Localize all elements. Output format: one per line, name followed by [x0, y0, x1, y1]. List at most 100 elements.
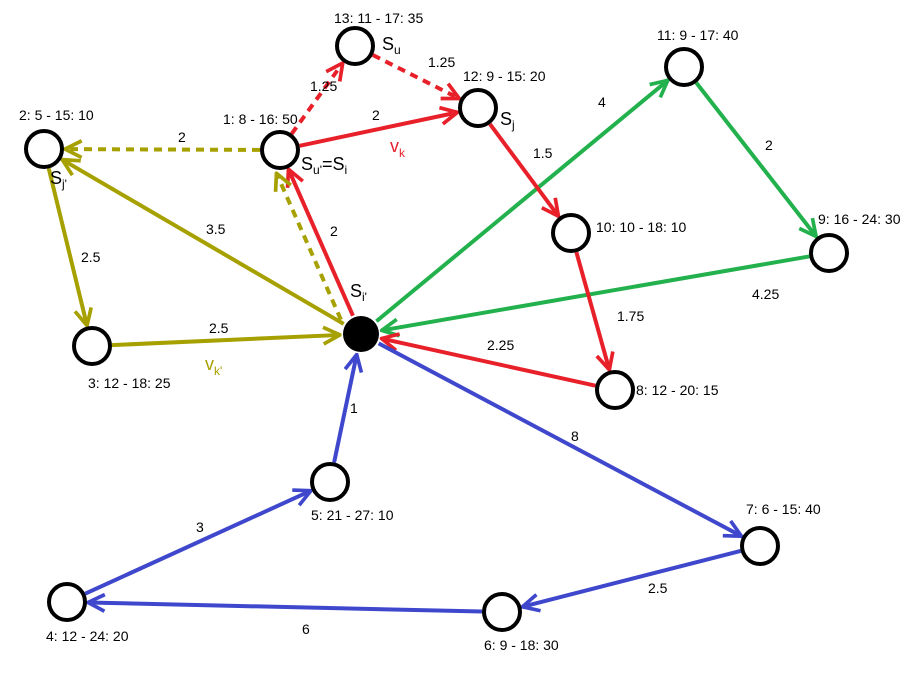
node-label-n2: 2: 5 - 15: 10	[19, 107, 94, 123]
node-n13	[335, 26, 375, 66]
node-label-n7: 7: 6 - 15: 40	[746, 501, 821, 517]
sj-prime-sub: j'	[61, 177, 67, 191]
edge-weight-label: 2	[178, 129, 186, 145]
node-n6	[482, 592, 522, 632]
su-base: S	[382, 34, 394, 54]
nodes-layer	[24, 26, 849, 632]
equals-sign: =	[322, 154, 333, 174]
si-sub: i	[345, 163, 348, 177]
edge-weight-label: 3.5	[206, 221, 226, 237]
node-n10	[551, 213, 591, 253]
edge-weight-label: 2.5	[81, 249, 101, 265]
si-prime-base: S	[350, 281, 362, 301]
node-n7	[740, 526, 780, 566]
node-n9	[809, 233, 849, 273]
edge-depot-n7-blue	[377, 341, 742, 536]
node-label-n12: 12: 9 - 15: 20	[463, 68, 546, 84]
edge-weight-label: 2	[765, 137, 773, 153]
edge-weight-label: 2.5	[648, 580, 668, 596]
svg-text:Sj': Sj'	[50, 168, 67, 191]
node-label-n3: 3: 12 - 18: 25	[88, 375, 171, 391]
svg-text:vk: vk	[390, 136, 406, 160]
edge-weight-label: 2.25	[487, 337, 514, 353]
edge-n1-n2-olive	[65, 149, 261, 150]
vk-sub: k	[399, 146, 406, 160]
node-label-n4: 4: 12 - 24: 20	[46, 628, 129, 644]
node-label-n10: 10: 10 - 18: 10	[596, 219, 687, 235]
node-n11	[664, 47, 704, 87]
edge-weight-label: 3	[196, 519, 204, 535]
edge-weight-label: 2	[330, 223, 338, 239]
node-n4	[47, 582, 87, 622]
sj-sub: j	[511, 118, 515, 132]
svg-text:Sj: Sj	[500, 109, 515, 132]
annotation-sj-prime: Sj'	[50, 168, 67, 191]
su-prime-base: S	[301, 154, 313, 174]
svg-text:Su: Su	[382, 34, 401, 57]
sj-prime-base: S	[50, 168, 62, 188]
svg-text:Si': Si'	[350, 281, 367, 304]
edge-n5-depot-blue	[332, 355, 357, 463]
edge-weight-label: 1.25	[428, 54, 455, 70]
edge-weight-label: 1	[350, 400, 358, 416]
vk-base: v	[390, 136, 399, 156]
edge-weight-label: 2	[372, 107, 380, 123]
edge-weight-label: 1.75	[617, 308, 644, 324]
node-label-n11: 11: 9 - 17: 40	[657, 27, 739, 43]
depot-node	[343, 316, 379, 352]
annotation-vk: vk	[390, 136, 406, 160]
edge-n4-n5-blue	[84, 491, 311, 596]
node-label-n1: 1: 8 - 16: 50	[223, 111, 298, 127]
node-n8	[595, 370, 635, 410]
node-labels-layer: 1: 8 - 16: 50 2: 5 - 15: 10 3: 12 - 18: 25…	[19, 10, 901, 653]
vk-prime-base: v	[205, 354, 214, 374]
edge-n1-n13-red	[290, 63, 343, 135]
node-n12	[458, 88, 498, 128]
annotation-vk-prime: vk'	[205, 354, 222, 378]
edge-n2-n3-olive	[46, 167, 87, 325]
edge-weight-label: 4	[598, 94, 606, 110]
node-n3	[72, 326, 112, 366]
annotation-su-prime-eq-si: Su'=Si	[301, 154, 347, 177]
edge-n3-depot-olive	[111, 335, 340, 348]
node-label-n9: 9: 16 - 24: 30	[818, 211, 901, 227]
svg-text:Su'=Si: Su'=Si	[301, 154, 347, 177]
si-prime-sub: i'	[362, 290, 367, 304]
edge-depot-n1-red	[288, 169, 355, 317]
edge-n11-n9-green	[694, 81, 816, 237]
annotation-sj: Sj	[500, 109, 515, 132]
edge-n6-n4-blue	[88, 602, 483, 614]
node-label-n13: 13: 11 - 17: 35	[334, 10, 423, 26]
edge-n10-n8-red	[574, 251, 609, 370]
edge-weight-label: 6	[302, 621, 310, 637]
edge-weight-label: 2.5	[209, 320, 229, 336]
edge-n13-n12-red	[371, 53, 459, 99]
node-n2	[24, 129, 64, 169]
su-sub: u	[394, 43, 401, 57]
node-label-n8: 8: 12 - 20: 15	[636, 382, 719, 398]
annotation-su: Su	[382, 34, 401, 57]
edge-n1-n12-red	[299, 112, 458, 148]
edge-n12-n10-red	[488, 122, 559, 216]
edges-layer: 2 4.25 4 2 2 1.5 1.75 2.25 1.25 1.25 2 3.5 2.5 2.5 8 2.…	[46, 53, 816, 637]
edge-n9-depot-green	[382, 254, 810, 330]
sj-base: S	[500, 109, 512, 129]
edge-weight-label: 4.25	[752, 286, 779, 302]
edge-n7-n6-blue	[522, 549, 742, 607]
edge-depot-n2-olive	[62, 160, 345, 326]
edge-depot-n1-olive	[276, 173, 343, 321]
su-prime-sub: u'	[313, 163, 322, 177]
edge-weight-label: 8	[571, 428, 579, 444]
node-n1	[260, 130, 300, 170]
edge-depot-n11-green	[375, 80, 667, 323]
edge-weight-label: 1.5	[533, 145, 553, 161]
edge-weight-label: 1.25	[310, 78, 337, 94]
node-label-n6: 6: 9 - 18: 30	[484, 637, 559, 653]
vk-prime-sub: k'	[214, 364, 222, 378]
si-base: S	[333, 154, 345, 174]
svg-text:vk': vk'	[205, 354, 222, 378]
annotation-si-prime: Si'	[350, 281, 367, 304]
node-n5	[310, 462, 350, 502]
node-label-n5: 5: 21 - 27: 10	[311, 507, 394, 523]
